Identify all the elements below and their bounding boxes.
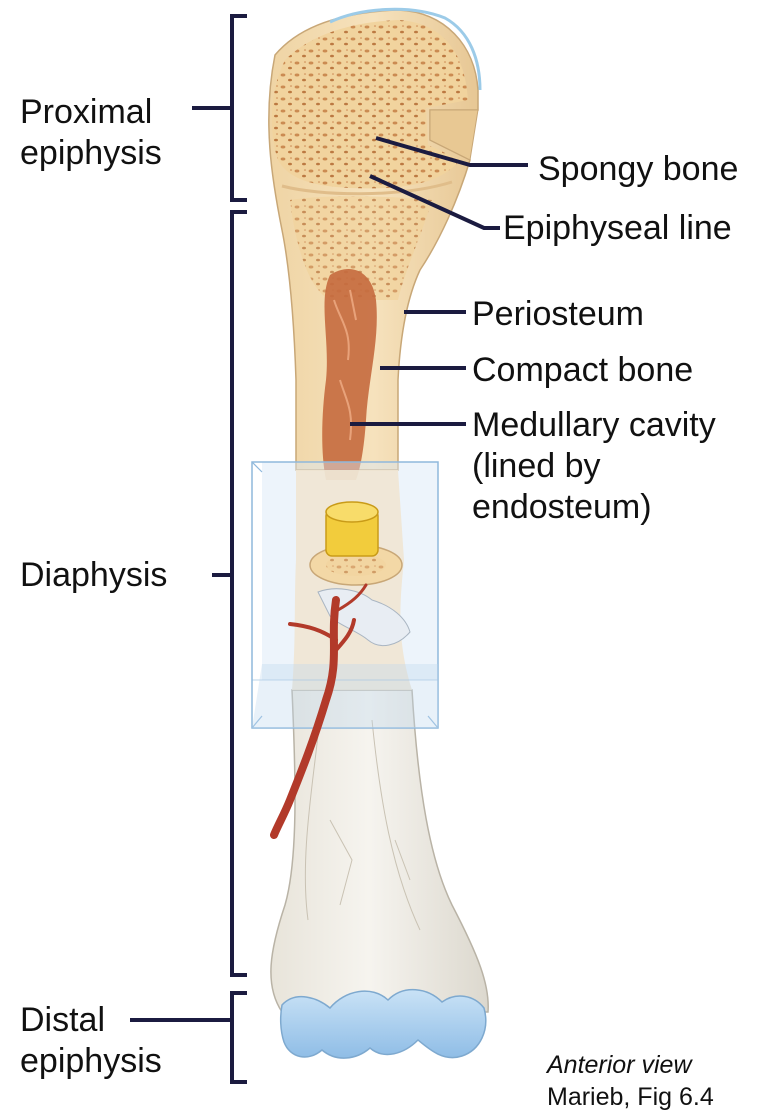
spongy-bone-region — [271, 20, 468, 189]
label-proximal-epiphysis: Proximal epiphysis — [20, 93, 162, 172]
label-periosteum: Periosteum — [472, 295, 644, 333]
nutrient-artery — [270, 596, 340, 839]
label-distal-epiphysis: Distal epiphysis — [20, 1001, 162, 1080]
diaphysis-bracket — [230, 210, 247, 977]
distal-bracket — [230, 991, 247, 1084]
caption-source: Marieb, Fig 6.4 — [547, 1083, 714, 1111]
distal-bone — [270, 689, 489, 1013]
left-leaders — [130, 106, 232, 1022]
right-leaders — [350, 136, 528, 426]
caption-view: Anterior view — [547, 1051, 692, 1079]
label-medullary-cavity: Medullary cavity (lined by endosteum) — [472, 406, 716, 526]
label-diaphysis: Diaphysis — [20, 556, 168, 594]
medullary-cavity-region — [322, 268, 377, 480]
epiphyseal-line-leader — [369, 174, 500, 230]
label-compact-bone: Compact bone — [472, 351, 694, 389]
proximal-bracket — [230, 14, 247, 202]
brackets — [230, 14, 247, 1084]
spongy-bone-leader — [375, 136, 528, 167]
distal-cartilage — [279, 988, 487, 1059]
label-spongy-bone: Spongy bone — [538, 150, 739, 188]
label-epiphyseal-line: Epiphyseal line — [503, 209, 732, 247]
epiphyseal-line-mark — [281, 180, 453, 196]
